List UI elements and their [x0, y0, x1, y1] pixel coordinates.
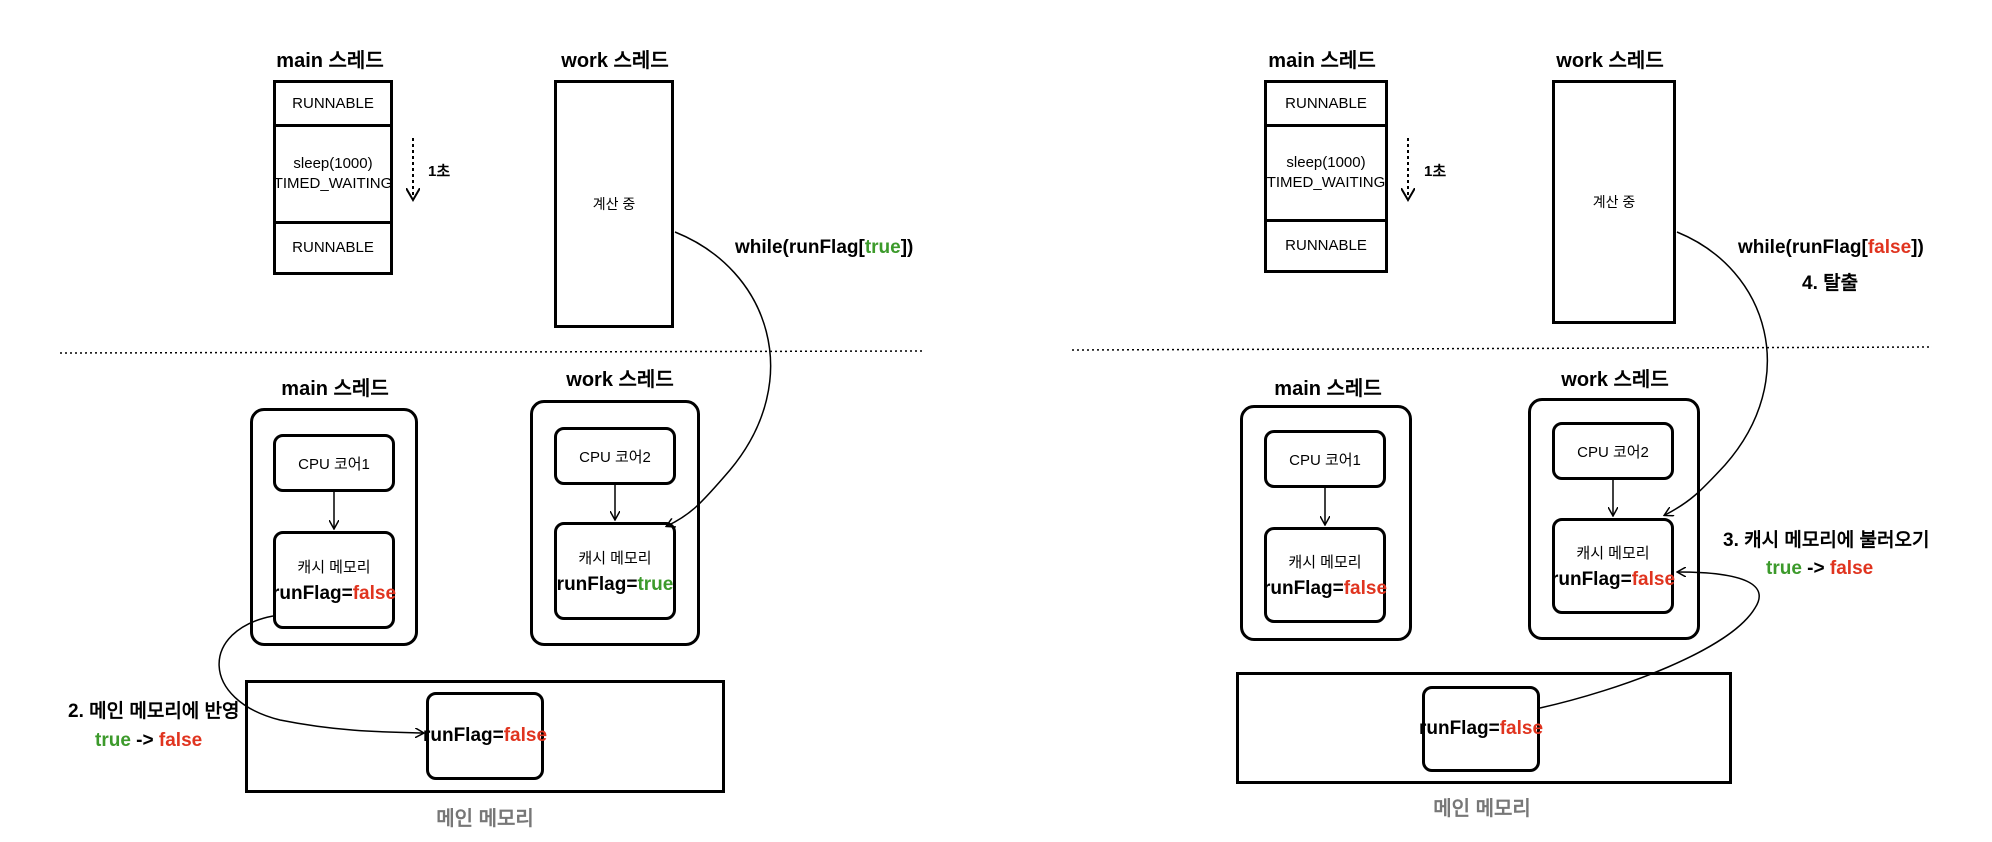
left-cache-memory-2: 캐시 메모리 runFlag=true [554, 522, 676, 620]
right-separator-line [1071, 346, 1933, 351]
left-sleep-call: sleep(1000) [293, 155, 373, 172]
left-sleep-duration: 1초 [428, 163, 451, 180]
right-bottom-main-title: main 스레드 [1274, 378, 1382, 400]
right-main-memory-label: 메인 메모리 [1433, 798, 1531, 820]
right-sleep-duration: 1초 [1424, 163, 1447, 180]
right-bottom-work-title: work 스레드 [1561, 369, 1669, 391]
right-work-thread-container [1528, 398, 1700, 640]
right-main-thread-title: main 스레드 [1268, 50, 1376, 72]
left-separator-line [59, 350, 923, 354]
left-main-memory [245, 680, 725, 793]
left-main-memory-label: 메인 메모리 [436, 808, 534, 830]
right-annotation-title: 3. 캐시 메모리에 불러오기 [1723, 530, 1930, 551]
right-work-state-box: 계산 중 [1552, 80, 1676, 324]
right-sleep-call: sleep(1000) [1286, 154, 1366, 171]
right-while-read-curve [1665, 231, 1768, 515]
right-cache2-flag: runFlag=false [1550, 568, 1676, 590]
right-while-condition: while(runFlag[false]) [1738, 237, 1924, 258]
right-cache-memory-1: 캐시 메모리 runFlag=false [1262, 527, 1388, 623]
right-cpu-core2: CPU 코어2 [1552, 422, 1674, 480]
left-timed-waiting-label: TIMED_WAITING [273, 175, 393, 192]
right-cache2-label: 캐시 메모리 [1576, 544, 1650, 562]
right-load-curve [1539, 572, 1760, 709]
left-main-thread-title: main 스레드 [276, 50, 384, 72]
left-state-runnable-2: RUNNABLE [273, 221, 393, 275]
right-exit-label: 4. 탈출 [1802, 273, 1859, 294]
right-main-memory [1236, 672, 1732, 784]
left-work-thread-container [530, 400, 700, 646]
left-cache2-flag: runFlag=true [556, 573, 674, 595]
right-main-thread-container [1240, 405, 1412, 641]
left-while-value: true [864, 237, 901, 258]
right-timed-waiting-label: TIMED_WAITING [1266, 174, 1386, 191]
left-bottom-work-title: work 스레드 [566, 369, 674, 391]
left-bottom-main-title: main 스레드 [281, 378, 389, 400]
left-cache1-label: 캐시 메모리 [297, 558, 371, 576]
left-annotation-change: true -> false [95, 730, 203, 751]
right-work-thread-title: work 스레드 [1556, 50, 1664, 72]
left-cache2-label: 캐시 메모리 [578, 549, 652, 567]
left-main-memory-flag: runFlag=false [422, 725, 548, 746]
left-cpu-core1: CPU 코어1 [273, 434, 395, 492]
left-cpu-core2: CPU 코어2 [554, 427, 676, 485]
right-cpu-core1: CPU 코어1 [1264, 430, 1386, 488]
right-while-value: false [1867, 237, 1912, 258]
right-cache-memory-2: 캐시 메모리 runFlag=false [1550, 518, 1676, 614]
left-work-thread-title: work 스레드 [561, 50, 669, 72]
left-cache-memory-1: 캐시 메모리 runFlag=false [271, 531, 397, 629]
right-main-memory-flag: runFlag=false [1418, 718, 1544, 739]
right-state-runnable-1: RUNNABLE [1264, 80, 1388, 127]
left-annotation-title: 2. 메인 메모리에 반영 [68, 701, 240, 722]
left-state-runnable-1: RUNNABLE [273, 80, 393, 127]
left-while-read-curve [667, 231, 772, 526]
left-writeback-curve [218, 615, 423, 733]
left-cache1-flag: runFlag=false [271, 582, 397, 604]
right-cache1-label: 캐시 메모리 [1288, 553, 1362, 571]
left-while-condition: while(runFlag[true]) [735, 237, 914, 258]
left-main-memory-flag-box: runFlag=false [422, 692, 548, 780]
left-state-timed-waiting: sleep(1000) TIMED_WAITING [273, 124, 393, 224]
right-annotation-change: true -> false [1766, 558, 1874, 579]
right-main-memory-flag-box: runFlag=false [1418, 686, 1544, 772]
right-state-runnable-2: RUNNABLE [1264, 219, 1388, 273]
left-work-state-box: 계산 중 [554, 80, 674, 328]
right-cache1-flag: runFlag=false [1262, 577, 1388, 599]
left-main-thread-container [250, 408, 418, 646]
